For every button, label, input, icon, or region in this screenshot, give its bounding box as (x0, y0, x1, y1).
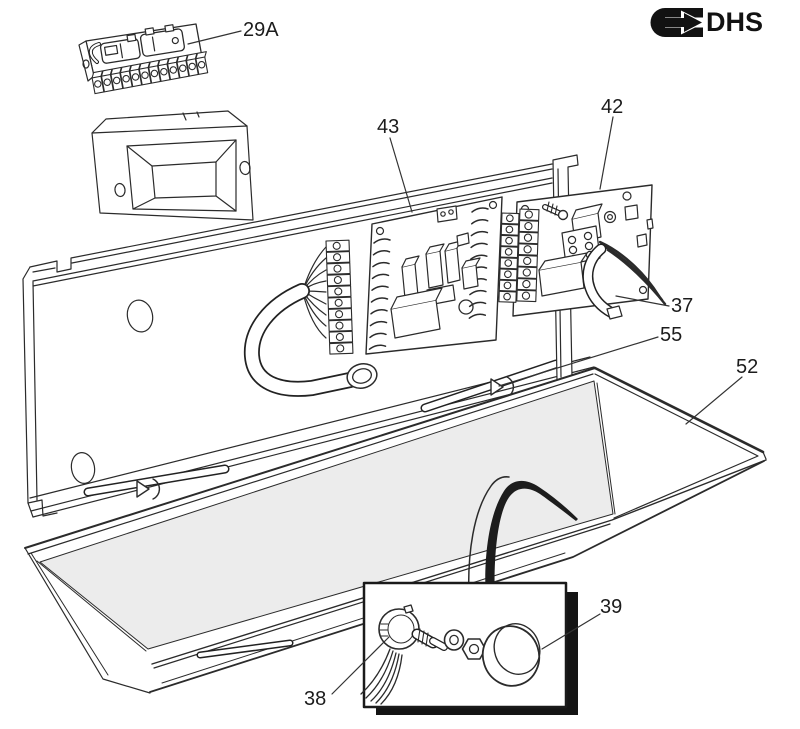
wires-37 (598, 240, 667, 306)
pcb42-terminal-col-a (498, 212, 520, 303)
callout-52: 52 (736, 356, 759, 378)
knob (481, 623, 541, 687)
pcb-43 (365, 196, 503, 355)
clip-mark-left (136, 478, 161, 500)
leader-52 (685, 376, 743, 425)
callout-55: 55 (660, 324, 683, 346)
callout-42: 42 (601, 96, 624, 118)
solder-pins-left (368, 238, 391, 350)
brand-logo-text: DHS (706, 7, 764, 37)
leader-38 (331, 636, 390, 695)
grommet (346, 363, 378, 389)
mounting-frame (91, 110, 254, 221)
nut (461, 638, 487, 660)
terminal-block-29a (78, 23, 209, 95)
leader-42 (599, 116, 614, 190)
leader-55 (498, 336, 659, 387)
tray (24, 366, 767, 694)
leader-29a (187, 30, 242, 45)
detail-inset (360, 581, 578, 715)
terminal-row (91, 51, 209, 95)
potentiometer (360, 604, 448, 705)
washer (443, 629, 465, 651)
callout-37: 37 (671, 295, 694, 317)
callout-38: 38 (304, 688, 327, 710)
callout-29A: 29A (243, 19, 279, 41)
leader-37 (615, 295, 670, 307)
pcb42-terminal-col-b (516, 208, 540, 303)
tray-floor (39, 380, 614, 650)
screw (542, 201, 569, 221)
leader-39 (541, 613, 601, 650)
dhs-logo-icon (650, 8, 705, 37)
wire-harness (243, 239, 378, 397)
leader-lines (187, 30, 743, 695)
callout-43: 43 (377, 116, 400, 138)
terminal-strip (325, 239, 354, 355)
pcb-42 (498, 184, 667, 320)
leader-43 (389, 137, 413, 213)
callout-39: 39 (600, 596, 623, 618)
